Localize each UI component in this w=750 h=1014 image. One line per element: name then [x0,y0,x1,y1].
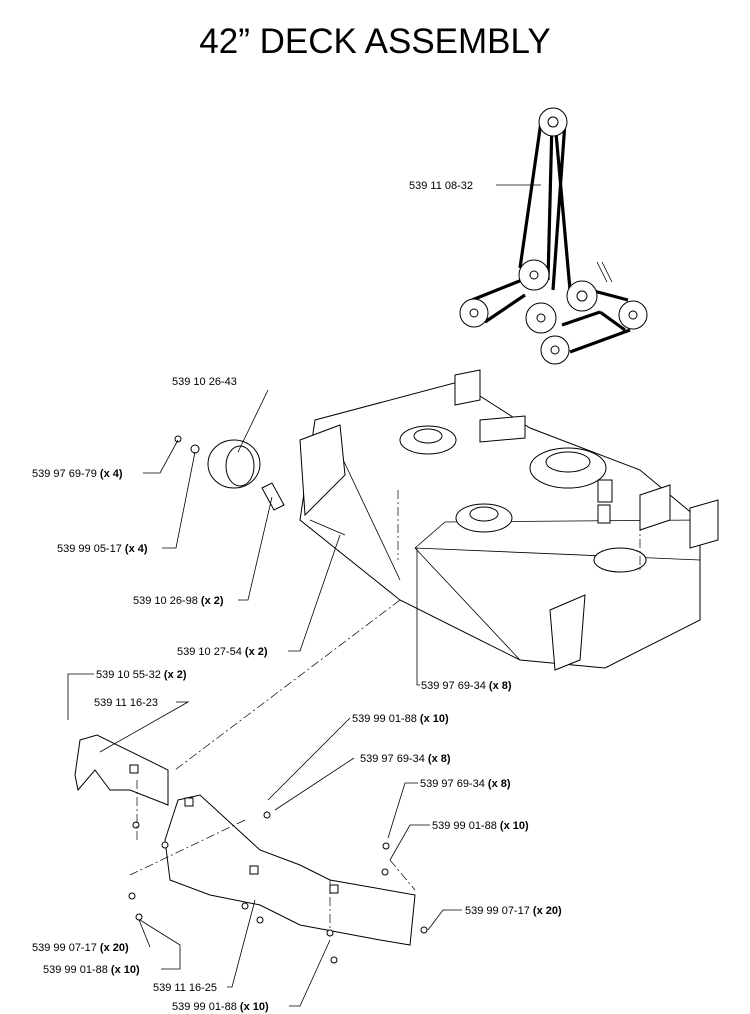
gauge-wheel-drawing [174,435,346,536]
callout-label-539-97-69-34-b: 539 97 69-34 (x 8) [420,778,511,790]
leader-lines [67,184,541,1007]
callout-label-539-11-08-32: 539 11 08-32 [409,180,473,192]
part-labels: 539 11 08-32 539 10 26-43 539 97 69-79 (… [32,180,562,1013]
callout-label-539-11-16-25: 539 11 16-25 [153,982,217,994]
baffle-drawings [74,734,428,964]
assembly-guide-lines [129,490,641,930]
callout-label-539-99-01-88-c: 539 99 01-88 (x 10) [43,964,140,976]
callout-label-539-97-69-34-a: 539 97 69-34 (x 8) [360,753,451,765]
belt-and-pulleys-drawing [459,107,648,365]
callout-label-539-99-07-17-left: 539 99 07-17 (x 20) [32,942,129,954]
callout-label-539-99-07-17-right: 539 99 07-17 (x 20) [465,905,562,917]
callout-label-539-99-01-88-d: 539 99 01-88 (x 10) [172,1001,269,1013]
callout-label-539-99-05-17: 539 99 05-17 (x 4) [57,543,148,555]
callout-label-539-10-26-43: 539 10 26-43 [172,376,237,388]
callout-label-539-97-69-34-deck: 539 97 69-34 (x 8) [421,680,512,692]
deck-housing-drawing [299,369,719,671]
callout-label-539-99-01-88-a: 539 99 01-88 (x 10) [352,713,449,725]
page-title: 42” DECK ASSEMBLY [199,22,551,61]
callout-label-539-99-01-88-b: 539 99 01-88 (x 10) [432,820,529,832]
callout-label-539-10-55-32: 539 10 55-32 (x 2) [96,669,187,681]
callout-label-539-10-27-54: 539 10 27-54 (x 2) [177,646,268,658]
callout-label-539-10-26-98: 539 10 26-98 (x 2) [133,595,224,607]
callout-label-539-11-16-23: 539 11 16-23 [94,697,158,709]
callout-label-539-97-69-79: 539 97 69-79 (x 4) [32,468,123,480]
